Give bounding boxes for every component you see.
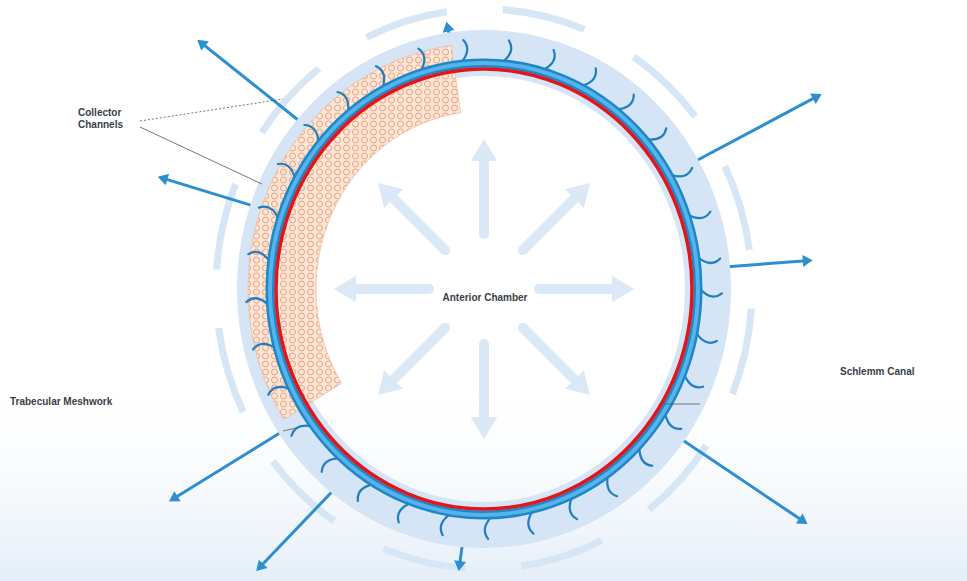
flow-arc xyxy=(521,541,601,567)
leader-line xyxy=(662,404,700,405)
aqueous-arrow xyxy=(393,328,445,380)
aqueous-arrows xyxy=(334,139,634,439)
collector-channel xyxy=(696,333,717,343)
outflow-arrow-head xyxy=(197,40,209,51)
collector-channels xyxy=(246,40,722,539)
outflow-arrow xyxy=(177,429,286,496)
collector-channel xyxy=(304,125,318,142)
collector-channel xyxy=(376,66,384,87)
collector-channel xyxy=(684,374,703,387)
flow-arc xyxy=(503,10,585,30)
flow-arc xyxy=(732,309,751,394)
leader-line xyxy=(140,127,262,184)
aqueous-arrow-head xyxy=(471,417,497,439)
schlemm-canal-lumen xyxy=(270,63,698,515)
aqueous-arrow xyxy=(539,284,612,294)
aqueous-arrow xyxy=(523,328,575,380)
collector-channel xyxy=(485,517,492,539)
aqueous-arrow xyxy=(393,198,445,250)
outflow-arrow-head xyxy=(810,93,822,104)
collector-channel xyxy=(671,168,692,177)
aqueous-arrow xyxy=(479,161,489,234)
outflow-arrow-head xyxy=(158,174,169,185)
collector-channel xyxy=(398,503,410,522)
collector-channel xyxy=(278,164,295,179)
aqueous-arrow-head xyxy=(565,183,590,208)
collector-channel xyxy=(582,68,596,86)
collector-channel xyxy=(544,50,555,70)
outflow-arrow xyxy=(721,261,803,267)
collector-channel xyxy=(291,426,311,436)
collector-channel xyxy=(461,40,467,62)
outflow-arrow xyxy=(205,46,304,125)
chamber-label: Anterior Chamber xyxy=(415,292,555,304)
aqueous-arrow-head xyxy=(565,370,590,395)
collector-channel xyxy=(607,476,617,496)
collector-channel xyxy=(246,298,268,305)
red-ring xyxy=(276,69,692,509)
flow-arc xyxy=(367,12,447,38)
part-label: Schlemm Canal xyxy=(840,366,950,378)
aqueous-arrow-head xyxy=(378,183,403,208)
outflow-arrows xyxy=(158,22,822,571)
outflow-arrow-head xyxy=(256,560,267,571)
aqueous-arrow-head xyxy=(334,276,356,302)
collector-channel xyxy=(665,413,681,429)
aqueous-arrow xyxy=(356,284,429,294)
outflow-arrow-head xyxy=(454,560,466,571)
part-label: Collector Channels xyxy=(78,107,140,131)
flow-arc xyxy=(725,166,750,250)
outflow-arrow-head xyxy=(443,22,455,33)
aqueous-arrow-head xyxy=(612,276,634,302)
outflow-arrow xyxy=(263,486,337,564)
collector-channel xyxy=(570,497,577,519)
collector-channel xyxy=(268,387,290,395)
collector-channel xyxy=(617,95,634,110)
outflow-arrow xyxy=(677,436,800,519)
collector-channel xyxy=(337,92,348,112)
collector-channel xyxy=(647,128,666,139)
part-label: Trabecular Meshwork xyxy=(10,396,160,408)
collector-channel xyxy=(259,207,279,219)
aqueous-arrow-head xyxy=(378,370,403,395)
outflow-arrow xyxy=(167,180,259,208)
collector-channel xyxy=(441,514,450,535)
collector-channel xyxy=(700,289,722,297)
collector-channel xyxy=(639,447,652,465)
collector-channel xyxy=(358,484,373,501)
schlemm-canal-outer xyxy=(270,63,698,515)
outflow-arrow xyxy=(690,99,813,164)
leader-line xyxy=(283,428,296,431)
aqueous-arrow xyxy=(523,198,575,250)
flow-arcs xyxy=(217,10,752,569)
outflow-arrow-head xyxy=(802,255,812,267)
collector-channel xyxy=(698,257,720,263)
outflow-arrow-head xyxy=(796,514,808,525)
collector-channel xyxy=(248,252,269,261)
aqueous-arrow-head xyxy=(471,139,497,161)
collector-channel xyxy=(503,40,511,61)
flow-arc xyxy=(219,328,244,412)
outflow-arrow-head xyxy=(169,491,181,501)
flow-arc xyxy=(384,549,466,569)
collector-channel xyxy=(322,458,340,471)
aqueous-arrow xyxy=(479,344,489,417)
leader-line xyxy=(140,99,283,121)
